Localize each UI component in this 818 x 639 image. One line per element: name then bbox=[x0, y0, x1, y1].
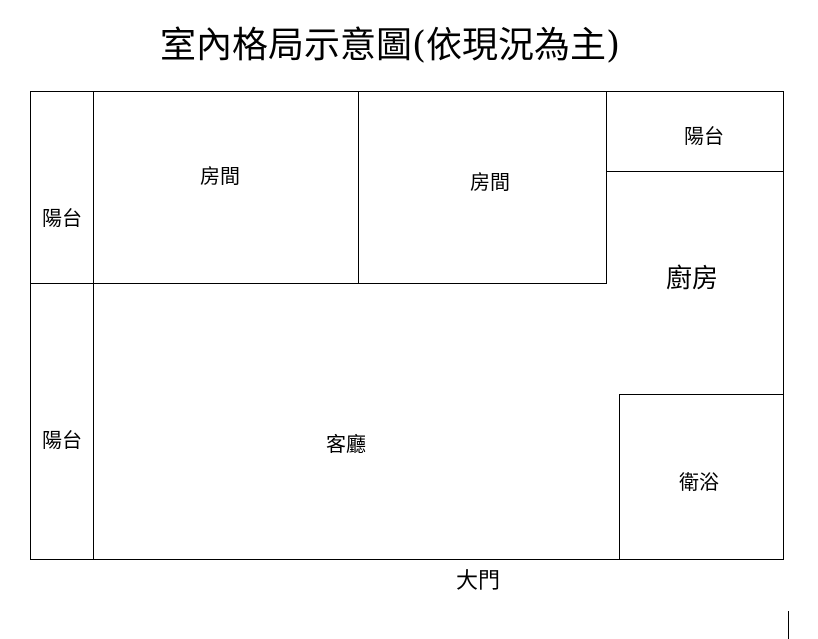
label-living-room: 客廳 bbox=[326, 432, 366, 456]
label-balcony-left-bottom: 陽台 bbox=[42, 428, 82, 452]
label-bathroom: 衛浴 bbox=[679, 470, 719, 494]
wall-bathroom-top bbox=[619, 394, 784, 395]
label-balcony-right-top: 陽台 bbox=[684, 124, 724, 148]
outer-wall-top bbox=[30, 91, 784, 92]
outer-wall-left bbox=[30, 91, 31, 560]
wall-room2-kitchen bbox=[606, 91, 607, 284]
outer-wall-bottom bbox=[30, 559, 784, 560]
wall-balcony-kitchen bbox=[606, 171, 784, 172]
label-balcony-left-top: 陽台 bbox=[42, 206, 82, 230]
wall-left-balcony bbox=[93, 91, 94, 560]
wall-bathroom-left bbox=[619, 394, 620, 560]
label-main-door: 大門 bbox=[455, 569, 501, 594]
wall-rooms-bottom bbox=[30, 283, 607, 284]
wall-room1-room2 bbox=[358, 91, 359, 284]
floor-plan-title: 室內格局示意圖(依現況為主) bbox=[159, 25, 621, 66]
label-room-1: 房間 bbox=[200, 164, 240, 188]
page-edge-mark bbox=[788, 611, 789, 639]
outer-wall-right bbox=[783, 91, 784, 560]
label-kitchen: 廚房 bbox=[665, 264, 719, 294]
label-room-2: 房間 bbox=[470, 170, 510, 194]
